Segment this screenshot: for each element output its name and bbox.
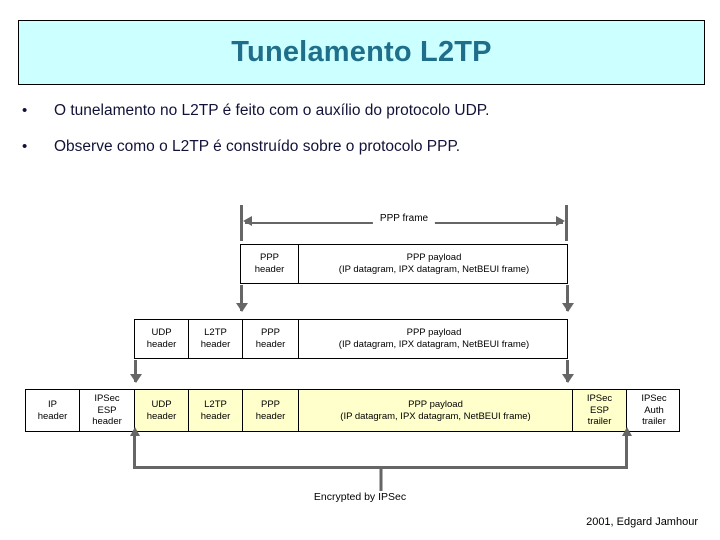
diagram-cell: PPP payload (IP datagram, IPX datagram, … — [338, 252, 530, 275]
bracket-line — [133, 466, 628, 469]
title-box: Tunelamento L2TP — [18, 20, 705, 85]
diagram-cell: PPP payload (IP datagram, IPX datagram, … — [338, 327, 530, 350]
connector-arrow-down-icon — [129, 360, 142, 383]
bullet-marker-icon: • — [22, 102, 28, 119]
list-item: • Observe como o L2TP é construído sobre… — [22, 138, 682, 157]
arrow-right-icon — [556, 216, 565, 226]
diagram-cell: PPP header — [241, 245, 299, 283]
encrypted-range-bracket — [129, 427, 632, 491]
diagram-cell: PPP header — [243, 390, 299, 431]
bullet-list: • O tunelamento no L2TP é feito com o au… — [22, 102, 682, 173]
connector-arrow-down-icon — [561, 285, 574, 312]
diagram-cell: IPSec Auth trailer — [641, 392, 667, 428]
diagram-row-ppp: PPP header PPP payload (IP datagram, IPX … — [240, 244, 568, 284]
footer-credit: 2001, Edgard Jamhour — [586, 516, 698, 528]
bullet-text: O tunelamento no L2TP é feito com o auxí… — [54, 102, 490, 119]
arrow-up-icon — [621, 427, 632, 436]
diagram-cell: L2TP header — [189, 390, 243, 431]
diagram-cell: IPSec ESP header — [80, 390, 135, 431]
connector-arrow-down-icon — [235, 285, 248, 312]
bracket-left-stem — [133, 435, 136, 469]
page-title: Tunelamento L2TP — [231, 36, 492, 68]
bullet-text: Observe como o L2TP é construído sobre o… — [54, 137, 461, 155]
diagram-cell: IPSec ESP trailer — [573, 390, 627, 431]
span-label: PPP frame — [372, 213, 436, 224]
bracket-center-stem — [379, 469, 382, 491]
diagram-cell: PPP header — [243, 320, 299, 358]
arrow-left-icon — [243, 216, 252, 226]
diagram-cell: IP header — [26, 390, 80, 431]
diagram-cell: UDP header — [135, 390, 189, 431]
diagram-cell: UDP header — [135, 320, 189, 358]
encrypted-label: Encrypted by IPSec — [313, 491, 407, 503]
bracket-right-stem — [625, 435, 628, 469]
diagram-cell: L2TP header — [189, 320, 243, 358]
diagram-cell: PPP payload (IP datagram, IPX datagram, … — [299, 390, 573, 431]
span-tick-right — [565, 205, 568, 241]
ppp-frame-span: PPP frame — [240, 205, 568, 241]
bullet-marker-icon: • — [22, 137, 28, 155]
span-tick-left — [240, 205, 243, 241]
list-item: • O tunelamento no L2TP é feito com o au… — [22, 102, 682, 121]
arrow-up-icon — [129, 427, 140, 436]
connector-arrow-down-icon — [561, 360, 574, 383]
